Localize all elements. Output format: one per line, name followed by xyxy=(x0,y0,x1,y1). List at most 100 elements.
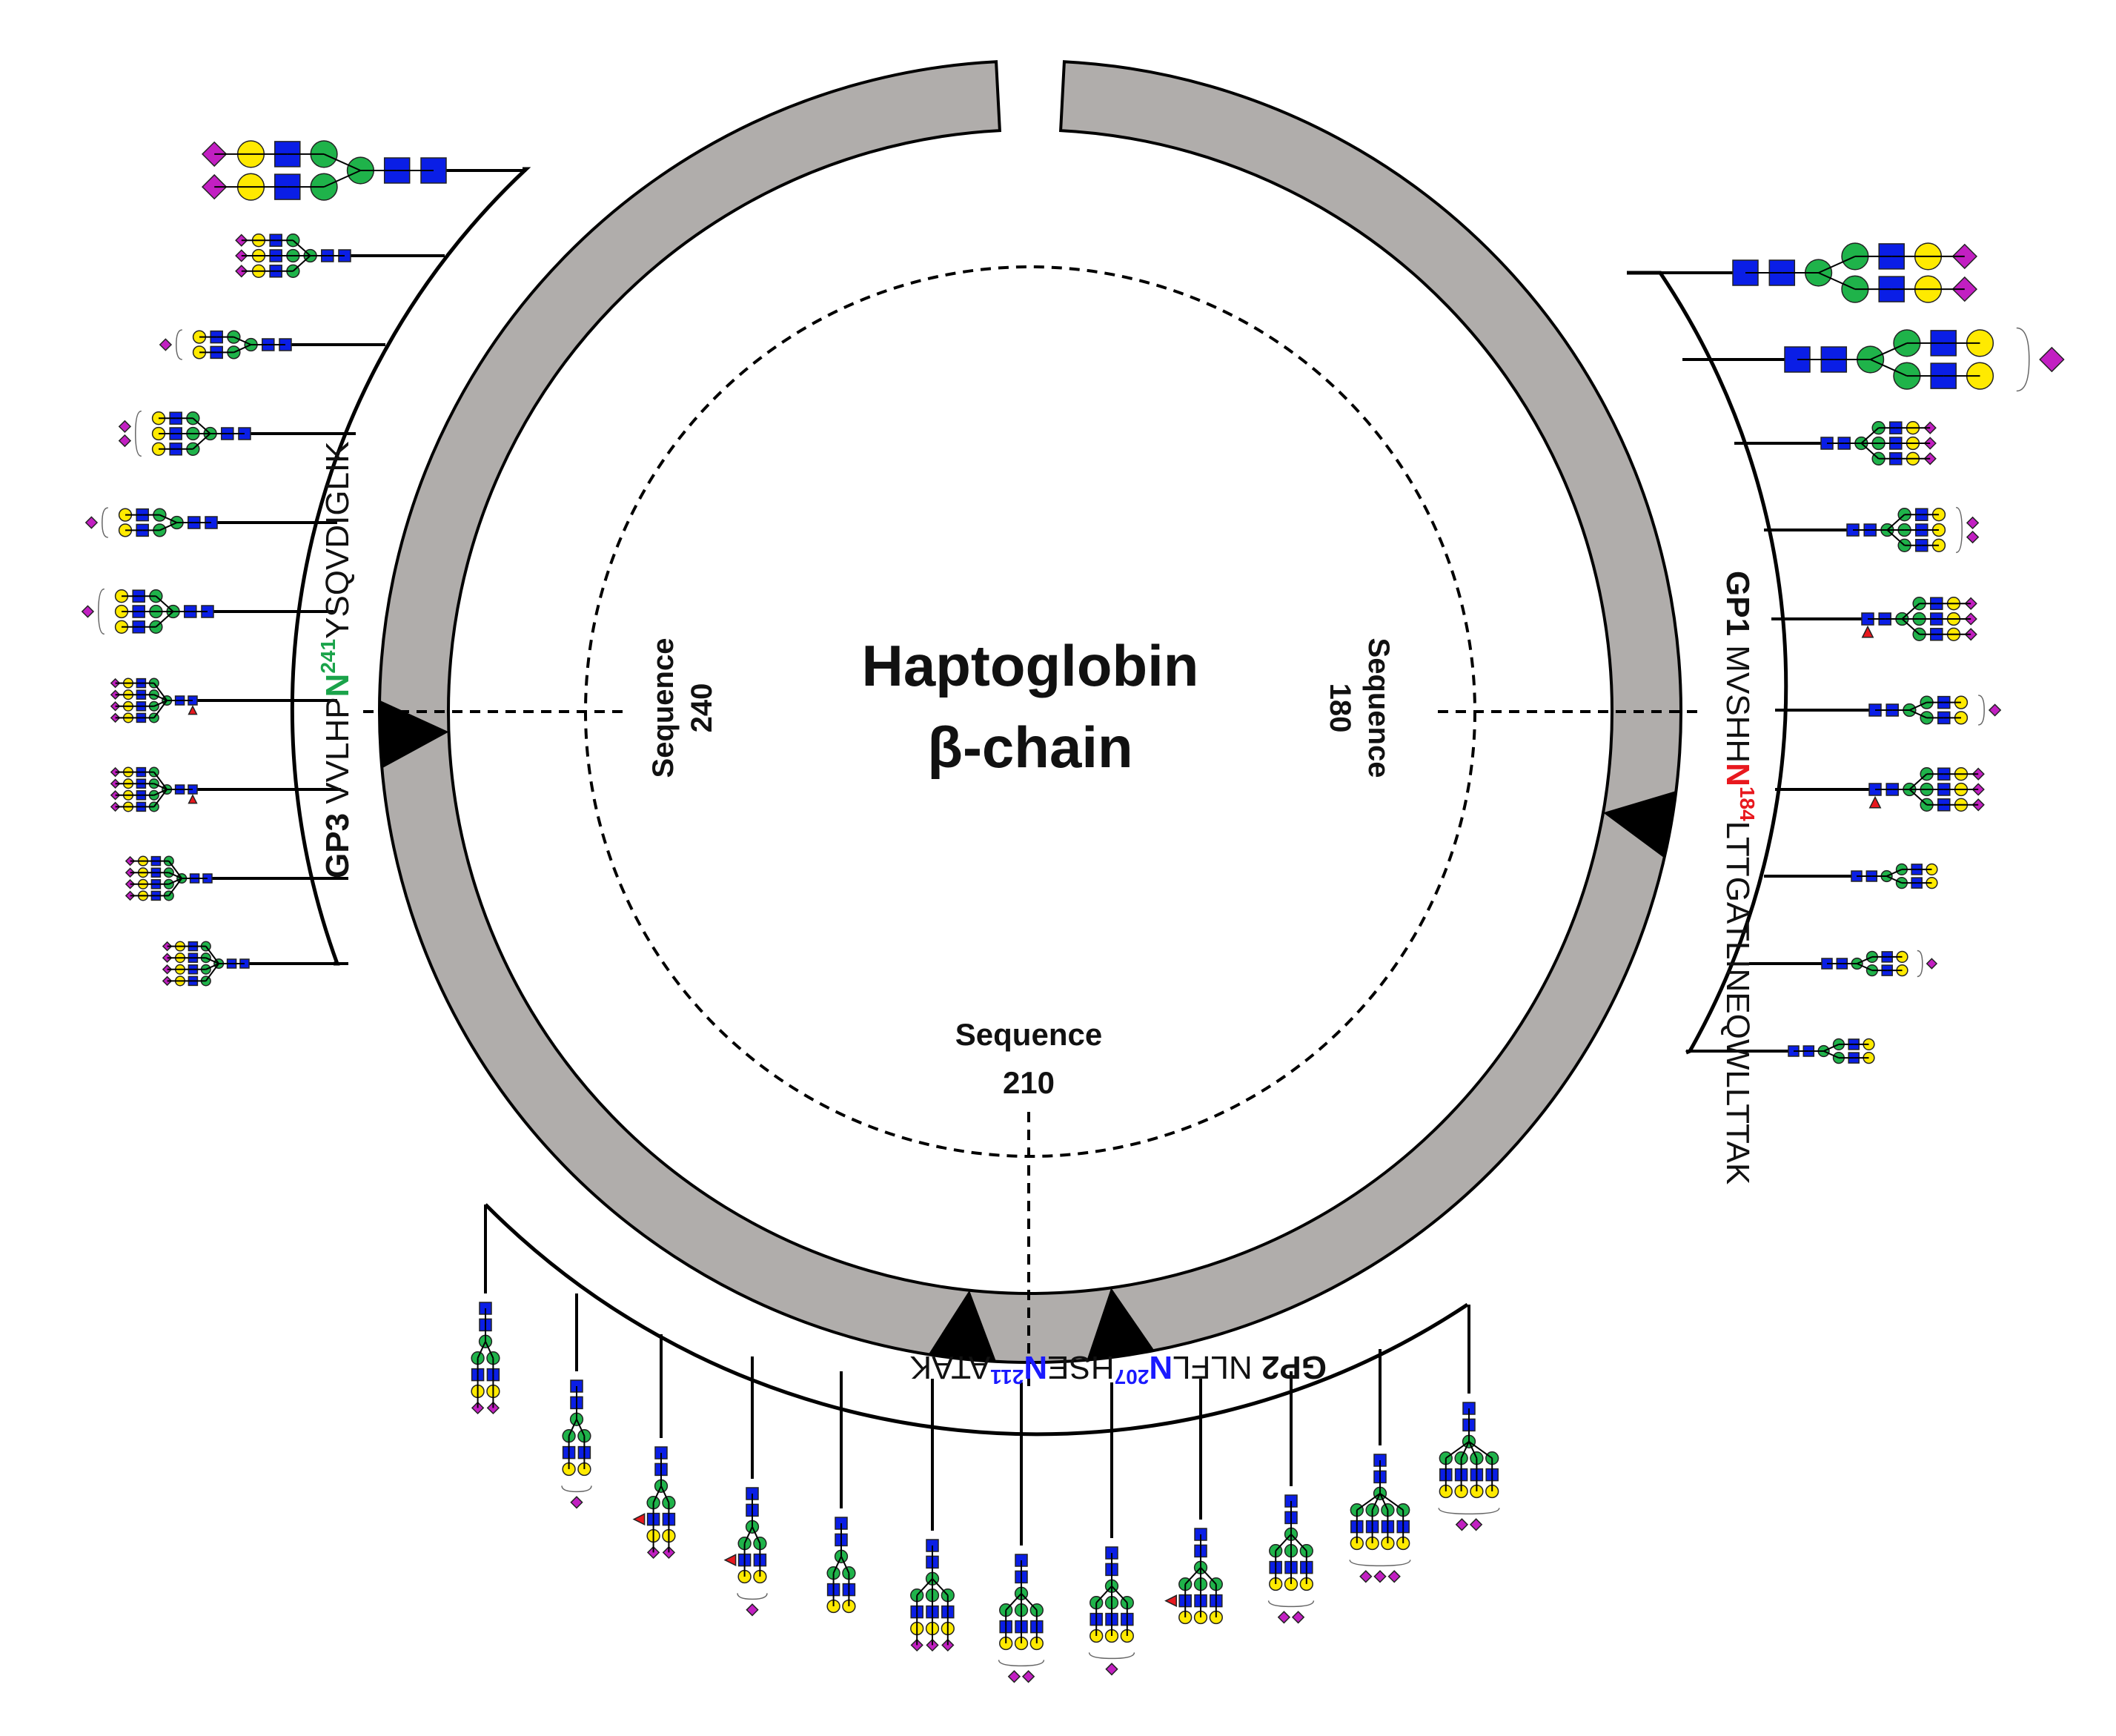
glycosidic-bond xyxy=(153,783,168,790)
glycosidic-bond xyxy=(1200,1567,1217,1585)
glycosidic-bond xyxy=(1275,1534,1292,1551)
glycosidic-bond xyxy=(192,433,211,450)
glycosidic-bond xyxy=(1818,255,1856,274)
glycosidic-bond xyxy=(1021,1593,1038,1611)
gp2-bracket xyxy=(484,1203,1469,1437)
glycosidic-bond xyxy=(192,417,211,434)
sialic-acid-diamond xyxy=(1469,1518,1483,1531)
glycan xyxy=(125,855,213,901)
glycosidic-bond xyxy=(916,1578,933,1596)
glycosidic-bond xyxy=(155,611,174,628)
svg-text:Sequence: Sequence xyxy=(955,1017,1102,1052)
svg-text:GP2 NLFLN207HSEN211ATAK: GP2 NLFLN207HSEN211ATAK xyxy=(910,1349,1327,1388)
glycosidic-bond xyxy=(832,1556,842,1574)
sequence-marker-210: Sequence 210 xyxy=(955,1017,1102,1100)
ring-band xyxy=(378,60,1682,1364)
glycosidic-bond xyxy=(1870,342,1908,360)
sialic-acid-diamond xyxy=(118,420,132,434)
glycosidic-bond xyxy=(159,522,178,531)
antenna-bracket xyxy=(1088,1652,1135,1660)
glycan xyxy=(826,1517,856,1614)
antenna-bracket xyxy=(737,1593,768,1600)
antenna-bracket xyxy=(561,1485,592,1493)
glycosidic-bond xyxy=(840,1556,850,1574)
glycan xyxy=(162,941,250,987)
glycosidic-bond xyxy=(153,694,168,701)
glycosidic-bond xyxy=(168,878,183,896)
glycosidic-bond xyxy=(576,1419,586,1437)
glycosidic-bond xyxy=(155,595,174,612)
antenna-bracket xyxy=(2016,327,2030,392)
glycosidic-bond xyxy=(932,1578,949,1596)
glycan xyxy=(1868,695,2002,726)
glycosidic-bond xyxy=(1860,427,1880,444)
glycosidic-bond xyxy=(1823,1043,1840,1052)
glycosidic-bond xyxy=(153,700,168,718)
glycan xyxy=(1349,1454,1411,1583)
glycosidic-bond xyxy=(205,946,220,964)
svg-text:240: 240 xyxy=(686,683,718,733)
glycan xyxy=(1088,1546,1135,1676)
sialic-acid-diamond xyxy=(1387,1570,1401,1583)
sialic-acid-diamond xyxy=(1966,516,1980,530)
glycosidic-bond xyxy=(660,1485,670,1503)
sialic-acid-diamond xyxy=(81,605,95,618)
glycan xyxy=(1732,242,1978,303)
glycosidic-bond xyxy=(1860,443,1880,460)
gp2-site-wedge-2 xyxy=(928,1290,997,1362)
sialic-acid-diamond xyxy=(1359,1570,1373,1583)
antenna-bracket xyxy=(1267,1600,1315,1608)
antenna-bracket xyxy=(998,1660,1045,1667)
glycan xyxy=(1846,506,1980,554)
glycosidic-bond xyxy=(1468,1440,1493,1460)
glycan xyxy=(1851,863,1938,889)
glycan xyxy=(632,1446,676,1560)
antenna-bracket xyxy=(98,588,105,635)
antenna-bracket xyxy=(176,329,182,360)
glycosidic-bond xyxy=(292,255,311,272)
sialic-acid-diamond xyxy=(1277,1611,1291,1624)
sialic-acid-diamond xyxy=(1966,530,1980,544)
glycosidic-bond xyxy=(153,772,168,790)
glycosidic-bond xyxy=(477,1341,486,1359)
glycan xyxy=(1164,1528,1223,1625)
sialic-acid-diamond xyxy=(84,516,99,529)
glycosidic-bond xyxy=(1908,773,1928,790)
glycosidic-bond xyxy=(1460,1441,1470,1459)
glycosidic-bond xyxy=(485,1341,494,1359)
glycosidic-bond xyxy=(1005,1593,1022,1611)
svg-text:GP1 MVSHHN184LTTGATLINEQWLLTTA: GP1 MVSHHN184LTTGATLINEQWLLTTAK xyxy=(1719,571,1759,1185)
glycan xyxy=(81,588,214,635)
glycosidic-bond xyxy=(1371,1493,1381,1511)
gp1-bracket xyxy=(1627,271,1788,1055)
sialic-acid-diamond xyxy=(1105,1663,1118,1676)
glycan xyxy=(561,1379,592,1509)
sialic-acid-diamond xyxy=(1021,1670,1035,1683)
glycosidic-bond xyxy=(153,789,168,807)
glycosidic-bond xyxy=(205,963,220,981)
glycosidic-bond xyxy=(1857,955,1873,964)
sequence-marker-180: Sequence 180 xyxy=(1324,638,1395,778)
glycosidic-bond xyxy=(153,683,168,701)
gp1-sequence: GP1 MVSHHN184LTTGATLINEQWLLTTAK xyxy=(1719,571,1759,1185)
antenna-bracket xyxy=(1978,695,1985,726)
sialic-acid-diamond xyxy=(1291,1611,1305,1624)
glycan xyxy=(110,766,198,812)
glycosidic-bond xyxy=(205,957,219,964)
glycan xyxy=(201,140,447,201)
glycan xyxy=(1861,597,1977,641)
glycan xyxy=(1821,950,1938,978)
sialic-acid-diamond xyxy=(1988,703,2002,717)
svg-text:210: 210 xyxy=(1003,1065,1055,1100)
fucose-triangle xyxy=(188,794,198,804)
sialic-acid-diamond xyxy=(746,1603,759,1617)
glycosidic-bond xyxy=(1908,709,1928,719)
glycan xyxy=(84,507,218,538)
glycan xyxy=(471,1302,500,1415)
glycan-structures xyxy=(81,140,2065,1683)
gp2-site-wedge-1 xyxy=(1087,1288,1155,1360)
glycosidic-bond xyxy=(1111,1586,1128,1603)
glycosidic-bond xyxy=(1886,868,1903,877)
glycosidic-bond xyxy=(153,700,168,707)
